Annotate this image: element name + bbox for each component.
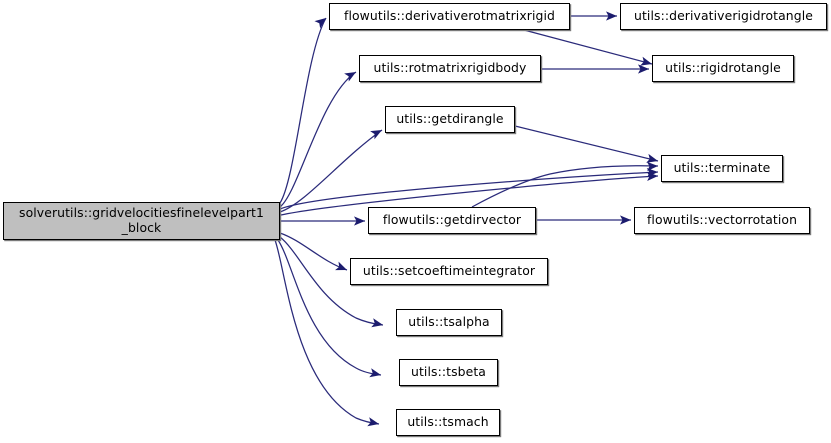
arrowhead-14 [620, 215, 631, 225]
arrowhead-12 [646, 153, 658, 163]
arrowhead-4 [354, 216, 365, 226]
edge-root-to-tsbeta [277, 239, 382, 376]
graph-node-derivativerigidrotangle[interactable]: utils::derivativerigidrotangle [620, 3, 827, 30]
edge-derivativerotmatrixrigid-to-rigidrotangle [523, 29, 653, 65]
edge-getdirangle-to-terminate [514, 125, 659, 162]
graph-node-label: flowutils::vectorrotation [646, 212, 798, 228]
graph-node-tsmach[interactable]: utils::tsmach [396, 409, 500, 436]
edge-getdirvector-to-terminate2 [280, 175, 659, 216]
edge-root-to-terminate [279, 171, 659, 210]
graph-node-tsbeta[interactable]: utils::tsbeta [399, 359, 498, 386]
edge-root-to-tsalpha [279, 236, 384, 326]
arrowhead-13 [646, 161, 658, 171]
arrowhead-1 [344, 72, 356, 82]
arrowhead-11 [638, 64, 649, 74]
graph-node-label: flowutils::derivativerotmatrixrigid [344, 8, 555, 24]
graph-node-label: flowutils::getdirvector [382, 212, 522, 228]
graph-node-label: utils::rigidrotangle [665, 60, 781, 76]
arrowhead-10 [640, 56, 652, 66]
edge-root-to-setcoeftimeintegrator [279, 232, 348, 271]
edge-getdirvector-to-terminate [471, 165, 659, 208]
graph-node-getdirvector[interactable]: flowutils::getdirvector [368, 207, 536, 234]
edge-root-to-getdirangle [279, 129, 383, 213]
graph-node-label: utils::rotmatrixrigidbody [373, 60, 527, 76]
graph-node-label: utils::terminate [673, 160, 771, 176]
arrowhead-2 [370, 130, 382, 140]
arrowhead-6 [371, 318, 383, 328]
graph-node-derivativerotmatrixrigid[interactable]: flowutils::derivativerotmatrixrigid [329, 3, 570, 30]
graph-node-terminate[interactable]: utils::terminate [661, 155, 783, 182]
graph-node-label: utils::getdirangle [396, 111, 504, 127]
edge-root-to-tsmach [274, 239, 380, 425]
arrowhead-0 [314, 18, 326, 29]
arrowhead-5 [335, 261, 347, 271]
graph-node-label: solverutils::gridvelocitiesfinelevelpart… [19, 205, 264, 235]
graph-node-label: utils::tsmach [407, 414, 489, 430]
edge-root-to-derivativerotmatrixrigid [279, 17, 327, 204]
arrowhead-8 [367, 417, 379, 427]
graph-node-rotmatrixrigidbody[interactable]: utils::rotmatrixrigidbody [359, 55, 541, 82]
graph-node-label: utils::tsbeta [411, 364, 486, 380]
graph-node-rigidrotangle[interactable]: utils::rigidrotangle [652, 55, 794, 82]
graph-node-root: solverutils::gridvelocitiesfinelevelpart… [3, 202, 280, 240]
arrowhead-15 [646, 171, 658, 181]
edge-root-to-rotmatrixrigidbody [279, 71, 357, 208]
graph-node-label: utils::setcoeftimeintegrator [362, 263, 536, 279]
graph-node-label: utils::derivativerigidrotangle [634, 8, 813, 24]
graph-node-getdirangle[interactable]: utils::getdirangle [385, 106, 515, 133]
graph-node-label: utils::tsalpha [408, 314, 490, 330]
arrowhead-7 [369, 368, 381, 378]
graph-node-vectorrotation[interactable]: flowutils::vectorrotation [634, 207, 810, 234]
arrowhead-9 [606, 11, 617, 21]
graph-node-setcoeftimeintegrator[interactable]: utils::setcoeftimeintegrator [350, 258, 548, 285]
graph-node-tsalpha[interactable]: utils::tsalpha [396, 309, 502, 336]
